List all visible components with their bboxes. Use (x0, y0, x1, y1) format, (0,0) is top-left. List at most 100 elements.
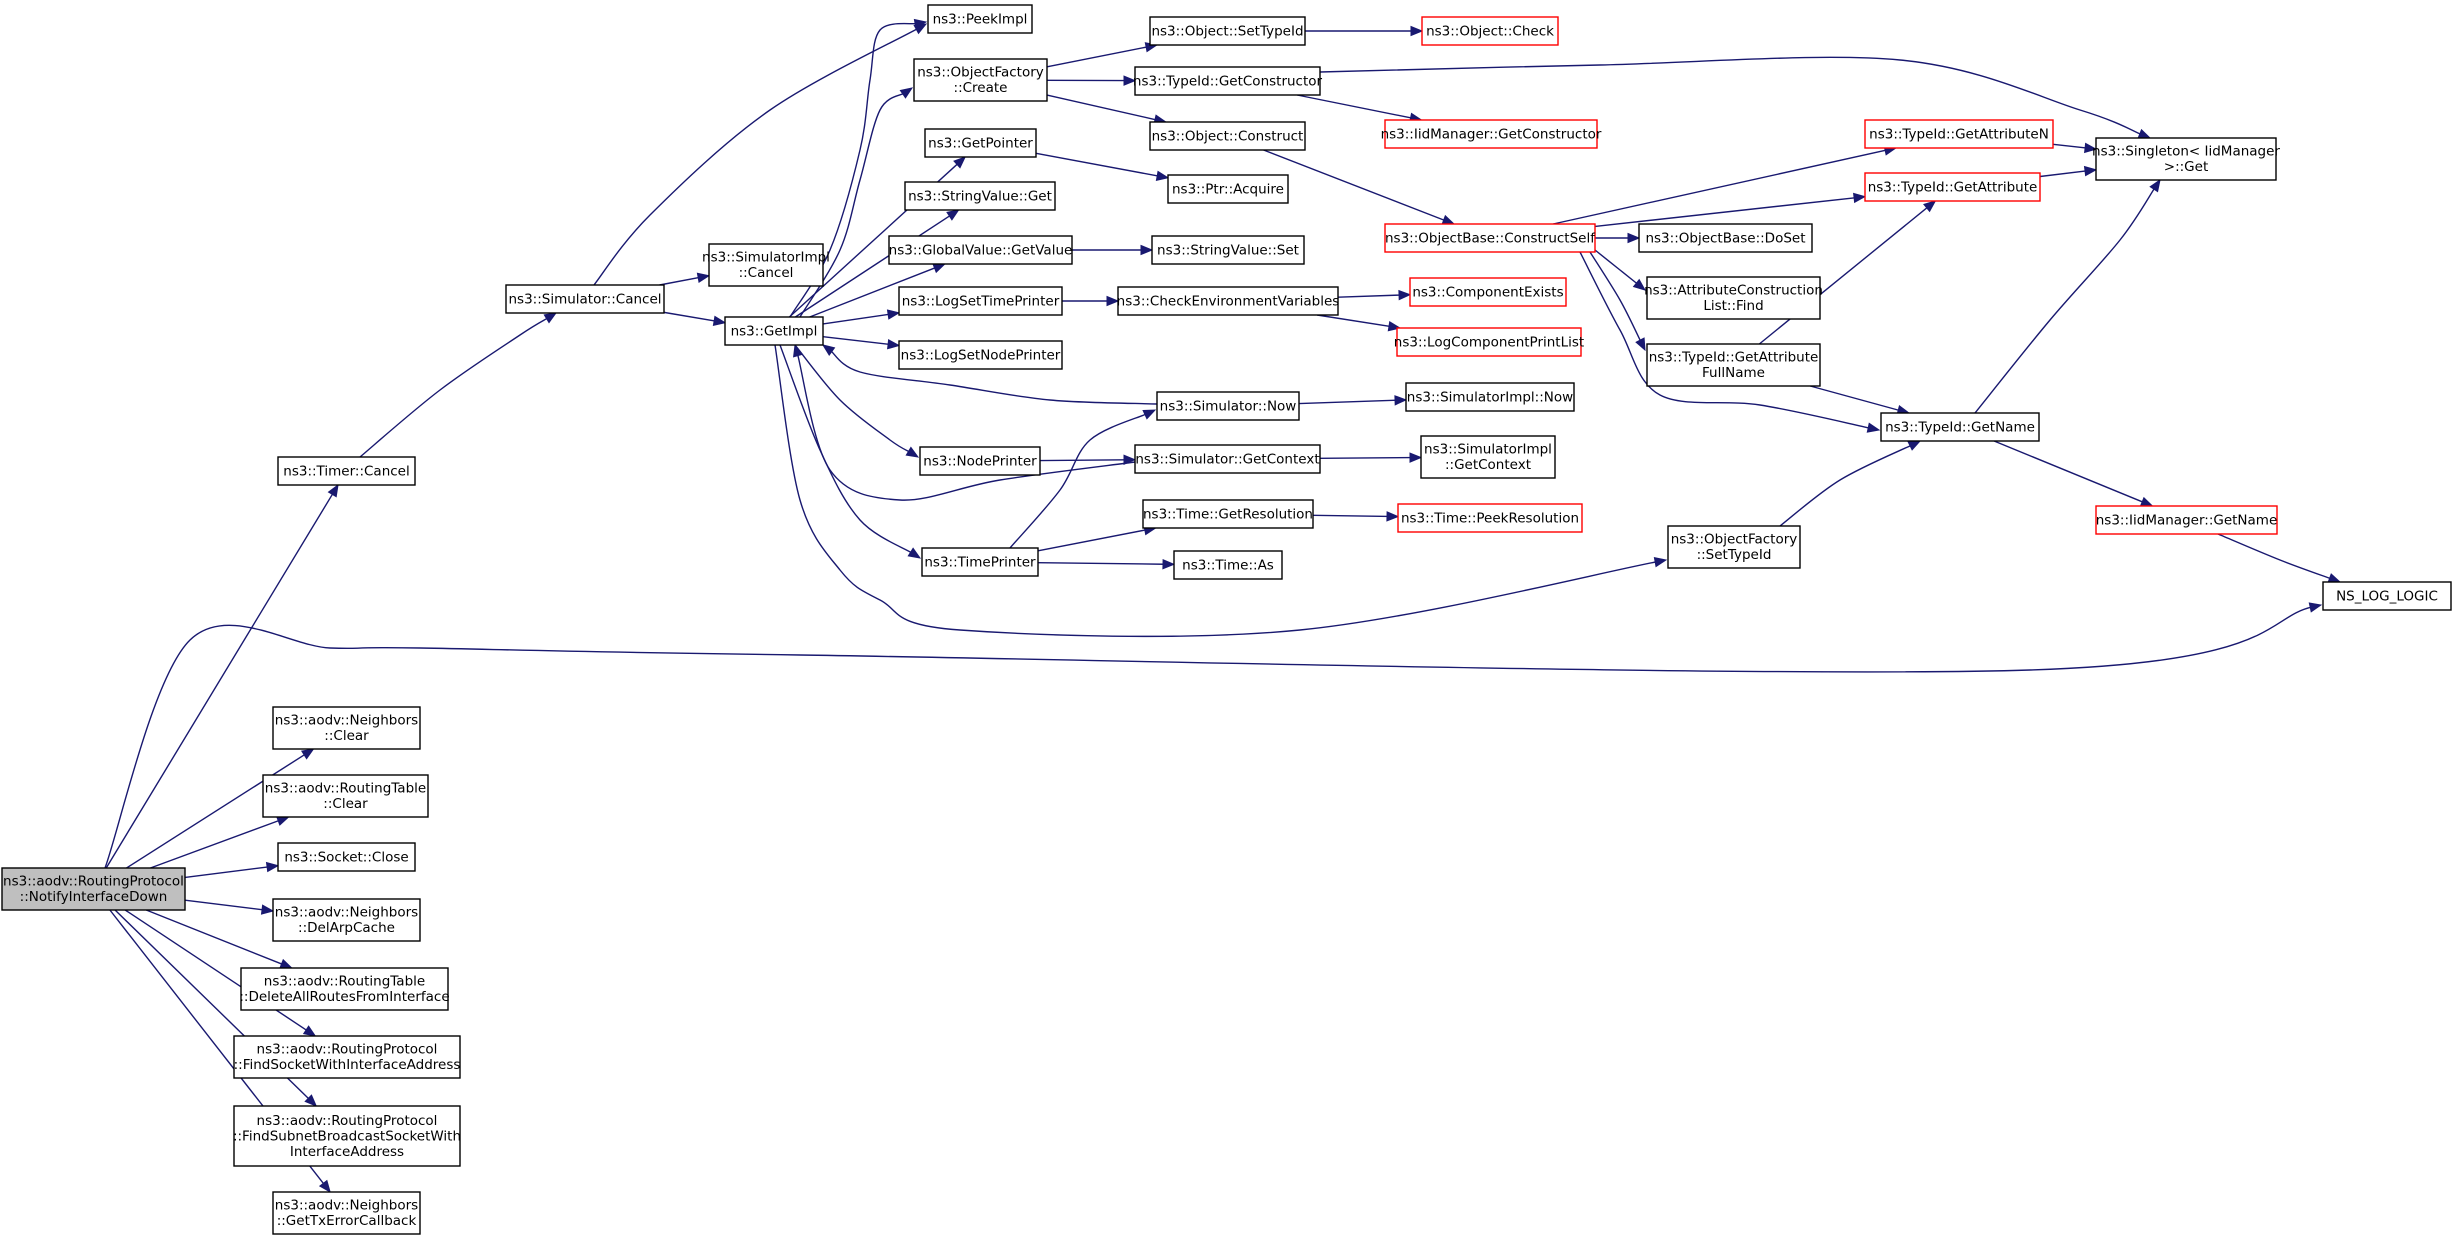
node-time-as[interactable]: ns3::Time::As (1173, 550, 1283, 580)
edge-objectbase_constructself-to-objectbase_doset (1595, 232, 1641, 244)
edge-arrowhead (1106, 295, 1120, 307)
node-stringvalue-set[interactable]: ns3::StringValue::Set (1151, 235, 1305, 265)
node-ns-log-logic[interactable]: NS_LOG_LOGIC (2322, 581, 2452, 611)
edge-checkenv-to-logcomponentprintlist (1317, 314, 1402, 332)
edge-line (1039, 459, 1127, 462)
edge-root-to-timer_cancel (105, 483, 339, 869)
node-componentexists[interactable]: ns3::ComponentExists (1409, 277, 1567, 307)
node-socket-close[interactable]: ns3::Socket::Close (277, 842, 416, 872)
node-iidmanager-getname[interactable]: ns3::IidManager::GetName (2095, 505, 2278, 535)
edge-simulator_now-to-getimpl (821, 344, 1158, 405)
node-singleton-get[interactable]: ns3::Singleton< IidManager >::Get (2092, 137, 2280, 181)
node-time-getresolution[interactable]: ns3::Time::GetResolution (1142, 499, 1314, 529)
node-timeprinter[interactable]: ns3::TimePrinter (921, 547, 1039, 577)
node-object-construct[interactable]: ns3::Object::Construct (1149, 121, 1306, 151)
node-simimpl-now[interactable]: ns3::SimulatorImpl::Now (1405, 382, 1575, 412)
node-root[interactable]: ns3::aodv::RoutingProtocol::NotifyInterf… (1, 867, 186, 911)
node-label-line: ns3::LogSetNodePrinter (901, 347, 1061, 363)
edge-typeid_getattributefullname-to-typeid_getattribute (1758, 200, 1937, 345)
node-rp-findsubnet[interactable]: ns3::aodv::RoutingProtocol::FindSubnetBr… (233, 1105, 461, 1167)
node-label-line: ns3::SimulatorImpl (702, 250, 830, 266)
edge-line (1974, 187, 2156, 414)
edge-arrowhead (1923, 200, 1937, 213)
node-neighbors-gettxerror[interactable]: ns3::aodv::Neighbors::GetTxErrorCallback (272, 1191, 421, 1235)
node-label-line: ns3::StringValue::Get (908, 188, 1052, 204)
edge-arrowhead (1632, 278, 1647, 291)
edge-arrowhead (932, 263, 947, 274)
node-object-check[interactable]: ns3::Object::Check (1421, 16, 1559, 46)
node-stringvalue-get[interactable]: ns3::StringValue::Get (904, 181, 1056, 211)
node-neighbors-delarpcache[interactable]: ns3::aodv::Neighbors::DelArpCache (272, 898, 421, 942)
edge-line (1579, 251, 1871, 429)
node-label-line: ns3::Time::PeekResolution (1401, 510, 1579, 526)
node-logcomponentprintlist[interactable]: ns3::LogComponentPrintList (1394, 327, 1584, 357)
edge-arrowhead (260, 904, 275, 915)
node-label-line: ns3::aodv::RoutingProtocol (257, 1042, 438, 1058)
edge-arrowhead (1394, 395, 1408, 406)
node-simimpl-getcontext[interactable]: ns3::SimulatorImpl::GetContext (1420, 435, 1556, 479)
node-nodeprinter[interactable]: ns3::NodePrinter (919, 446, 1041, 476)
node-globalvalue-getvalue[interactable]: ns3::GlobalValue::GetValue (888, 235, 1073, 265)
node-label-line: ns3::IidManager::GetName (2096, 512, 2278, 528)
node-rp-findsocket[interactable]: ns3::aodv::RoutingProtocol::FindSocketWi… (233, 1035, 461, 1079)
edge-line (1337, 294, 1402, 298)
edge-root-to-neighbors_clear (126, 748, 315, 869)
node-object-settypeid[interactable]: ns3::Object::SetTypeId (1149, 16, 1306, 46)
node-simulator-getcontext[interactable]: ns3::Simulator::GetContext (1134, 444, 1321, 474)
node-label-line: ns3::NodePrinter (923, 453, 1037, 469)
node-logsetnodeprinter[interactable]: ns3::LogSetNodePrinter (898, 340, 1063, 370)
edge-sim_cancel-to-getimpl (663, 311, 727, 326)
node-label-line: ns3::TypeId::GetAttribute (1649, 350, 1819, 366)
edge-arrowhead (1907, 440, 1922, 451)
node-typeid-getattributen[interactable]: ns3::TypeId::GetAttributeN (1864, 119, 2054, 149)
edge-line (124, 909, 309, 1032)
node-typeid-getconstructor[interactable]: ns3::TypeId::GetConstructor (1133, 66, 1323, 96)
node-simimpl-cancel[interactable]: ns3::SimulatorImpl::Cancel (702, 243, 830, 287)
node-peekimpl[interactable]: ns3::PeekImpl (927, 4, 1033, 34)
edge-arrowhead (302, 1025, 317, 1037)
edge-sim_cancel-to-simimpl_cancel (659, 272, 711, 286)
node-getimpl[interactable]: ns3::GetImpl (724, 316, 824, 346)
edge-line (150, 819, 281, 869)
edge-root-to-routingtable_clear (150, 816, 290, 869)
node-timer-cancel[interactable]: ns3::Timer::Cancel (277, 456, 416, 486)
edge-arrowhead (946, 209, 960, 221)
edge-arrowhead (887, 339, 901, 350)
edge-typeid_getattributefullname-to-typeid_getname (1810, 385, 1911, 415)
edge-arrowhead (2137, 128, 2152, 139)
edge-line (1993, 440, 2145, 504)
edge-arrowhead (1155, 170, 1170, 181)
edge-line (789, 22, 918, 318)
node-simulator-now[interactable]: ns3::Simulator::Now (1156, 391, 1300, 421)
node-logsettimeprinter[interactable]: ns3::LogSetTimePrinter (898, 286, 1063, 316)
node-sim-cancel[interactable]: ns3::Simulator::Cancel (505, 284, 665, 314)
node-objectbase-doset[interactable]: ns3::ObjectBase::DoSet (1638, 223, 1813, 253)
node-typeid-getname[interactable]: ns3::TypeId::GetName (1880, 412, 2040, 442)
node-objectbase-constructself[interactable]: ns3::ObjectBase::ConstructSelf (1384, 223, 1596, 253)
edge-arrowhead (1142, 409, 1157, 420)
edge-line (779, 344, 913, 554)
edge-line (2217, 533, 2332, 580)
edge-arrowhead (300, 748, 315, 760)
node-ptr-acquire[interactable]: ns3::Ptr::Acquire (1167, 174, 1289, 204)
node-routingtable-clear[interactable]: ns3::aodv::RoutingTable::Clear (262, 774, 429, 818)
edge-arrowhead (696, 272, 711, 284)
node-iidmanager-getconstructor[interactable]: ns3::IidManager::GetConstructor (1381, 119, 1602, 149)
node-getpointer[interactable]: ns3::GetPointer (924, 128, 1037, 158)
node-time-peekresolution[interactable]: ns3::Time::PeekResolution (1397, 503, 1583, 533)
node-label-line: ns3::Simulator::Now (1160, 398, 1297, 414)
node-objfactory-settypeid[interactable]: ns3::ObjectFactory::SetTypeId (1667, 525, 1801, 569)
node-typeid-getattribute[interactable]: ns3::TypeId::GetAttribute (1864, 172, 2041, 202)
node-checkenv[interactable]: ns3::CheckEnvironmentVariables (1117, 286, 1340, 316)
node-objfactory-create[interactable]: ns3::ObjectFactory::Create (913, 58, 1048, 102)
node-box (1134, 444, 1321, 474)
edge-timeprinter-to-time_getresolution (1037, 525, 1158, 552)
node-routingtable-deleteall[interactable]: ns3::aodv::RoutingTable::DeleteAllRoutes… (239, 967, 450, 1011)
node-neighbors-clear[interactable]: ns3::aodv::Neighbors::Clear (272, 706, 421, 750)
edge-line (1594, 249, 1639, 285)
node-label-line: ns3::ComponentExists (1412, 284, 1563, 300)
edge-arrowhead (1140, 244, 1154, 256)
node-label-line: ns3::SimulatorImpl (1424, 442, 1552, 458)
